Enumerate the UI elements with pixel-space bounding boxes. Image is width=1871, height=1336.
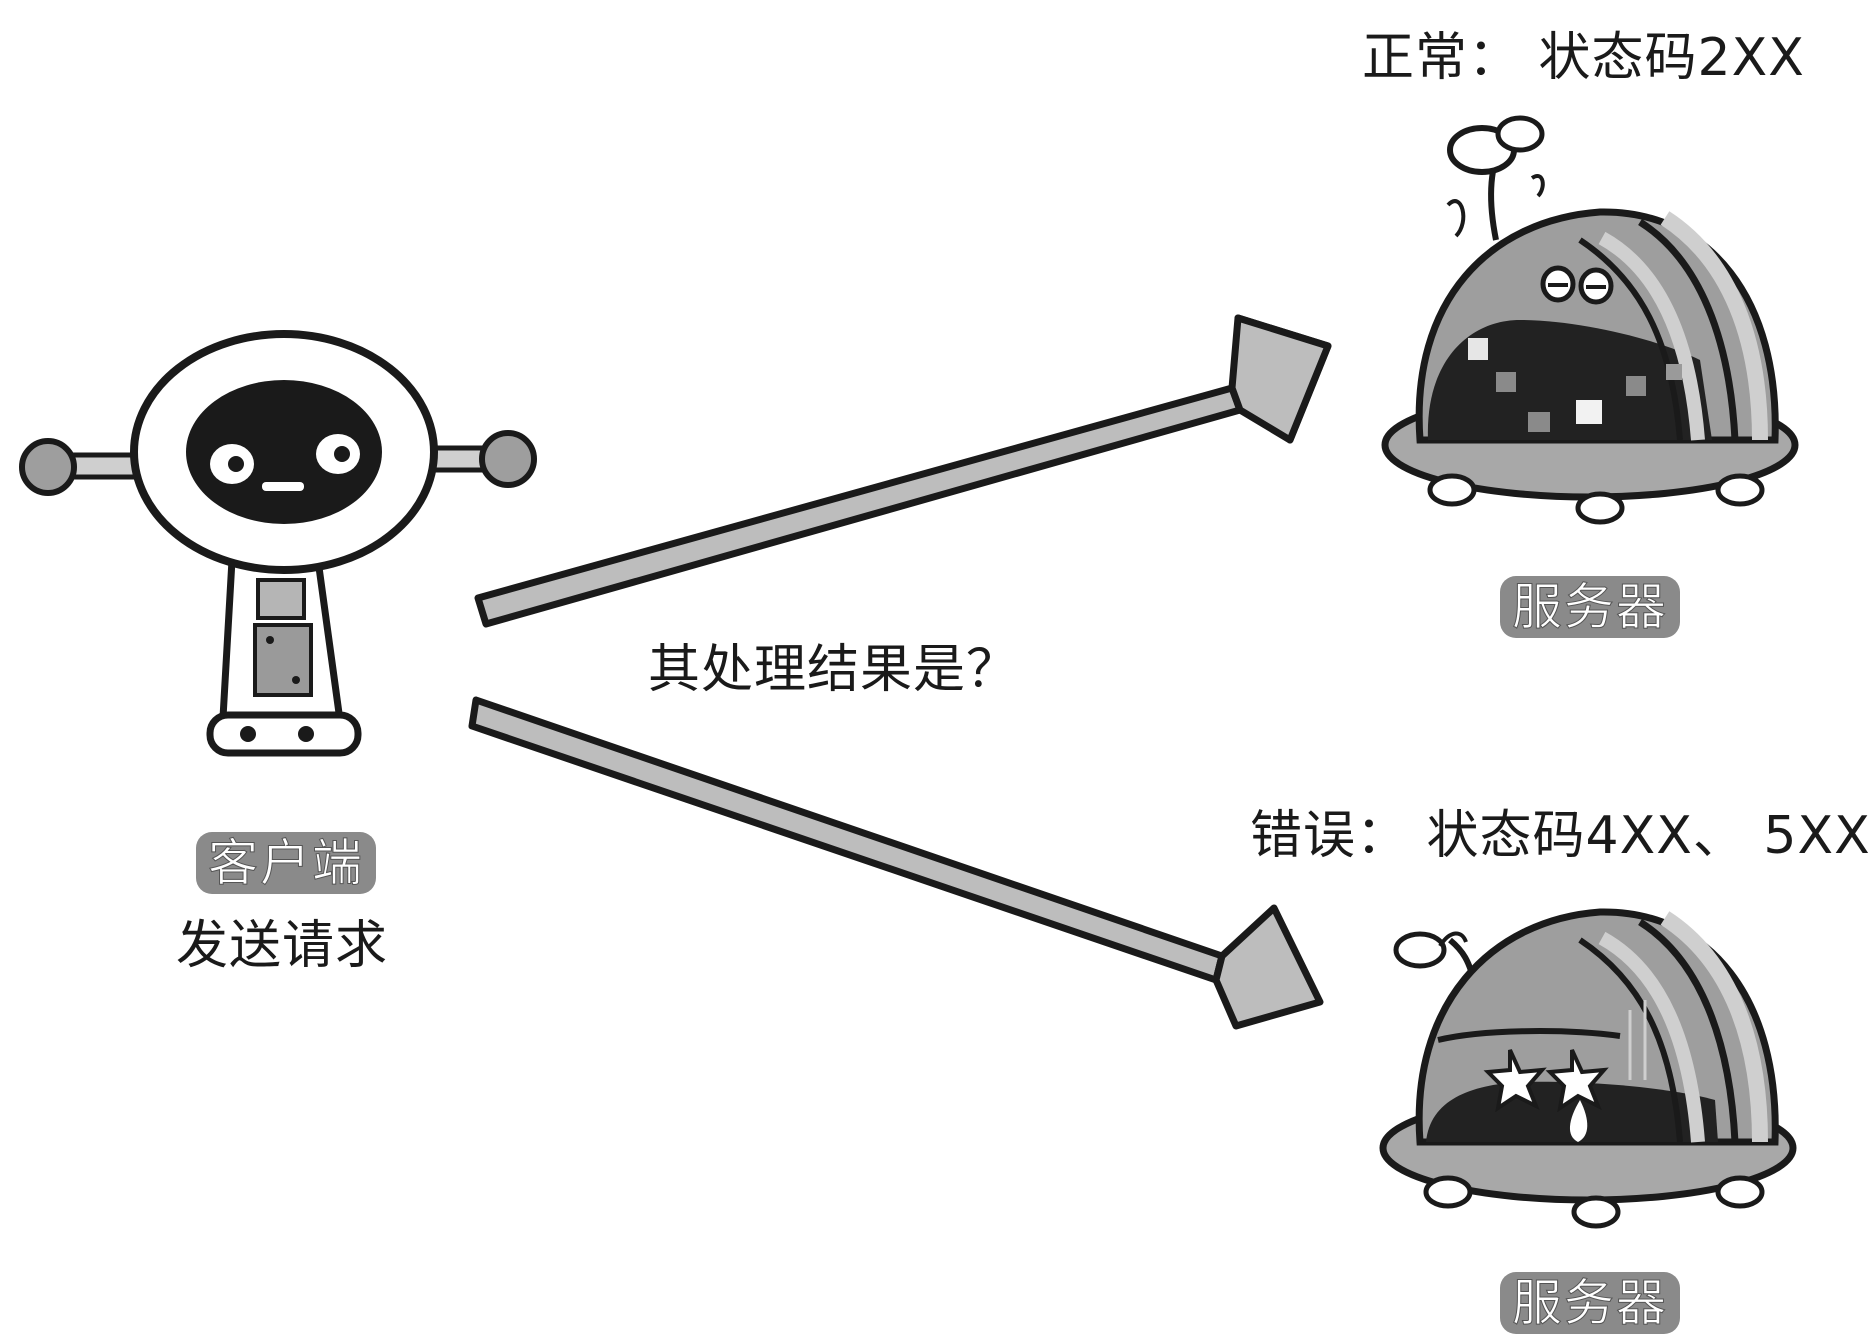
server-ok-badge: 服务器: [1500, 576, 1680, 638]
broken-server-robot-icon: [1379, 908, 1797, 1229]
client-caption: 发送请求: [176, 916, 389, 976]
question-label: 其处理结果是？: [648, 640, 1020, 700]
robot-client-icon: [19, 330, 537, 757]
arrow-to-success: [474, 314, 1332, 628]
happy-server-robot-icon: [1381, 115, 1799, 525]
server-error-badge: 服务器: [1500, 1272, 1680, 1334]
error-status-label: 错误： 状态码4XX、 5XX: [1250, 806, 1871, 866]
arrow-to-error: [468, 696, 1324, 1030]
normal-status-label: 正常： 状态码2XX: [1362, 28, 1805, 88]
client-badge: 客户端: [196, 832, 376, 894]
